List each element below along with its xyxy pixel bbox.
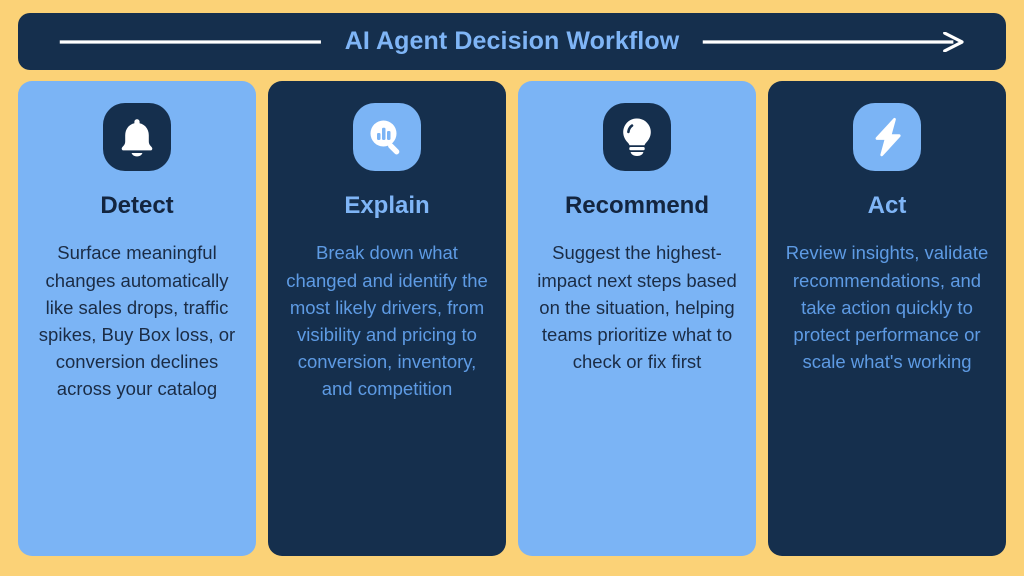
header-right-arrow [701,31,966,52]
step-description: Review insights, validate recommendation… [785,242,989,373]
lightning-bolt-icon [853,103,921,171]
step-card-act[interactable]: Act Review insights, validate recommenda… [768,81,1006,556]
step-description: Surface meaningful changes automatically… [38,242,236,400]
step-description: Suggest the highest-impact next steps ba… [537,242,737,373]
magnifier-chart-icon [353,103,421,171]
header-left-rule [58,32,323,52]
step-title: Detect [100,192,174,219]
bell-icon [103,103,171,171]
step-card-explain[interactable]: Explain Break down what changed and iden… [268,81,506,556]
step-title: Explain [344,192,430,219]
step-card-detect[interactable]: Detect Surface meaningful changes automa… [18,81,256,556]
page-title: AI Agent Decision Workflow [344,27,680,55]
lightbulb-icon [603,103,671,171]
workflow-steps: Detect Surface meaningful changes automa… [18,81,1006,556]
step-title: Act [867,192,907,219]
header-banner: AI Agent Decision Workflow [18,13,1006,70]
step-description: Break down what changed and identify the… [286,242,488,400]
step-title: Recommend [564,192,710,219]
step-card-recommend[interactable]: Recommend Suggest the highest-impact nex… [518,81,756,556]
